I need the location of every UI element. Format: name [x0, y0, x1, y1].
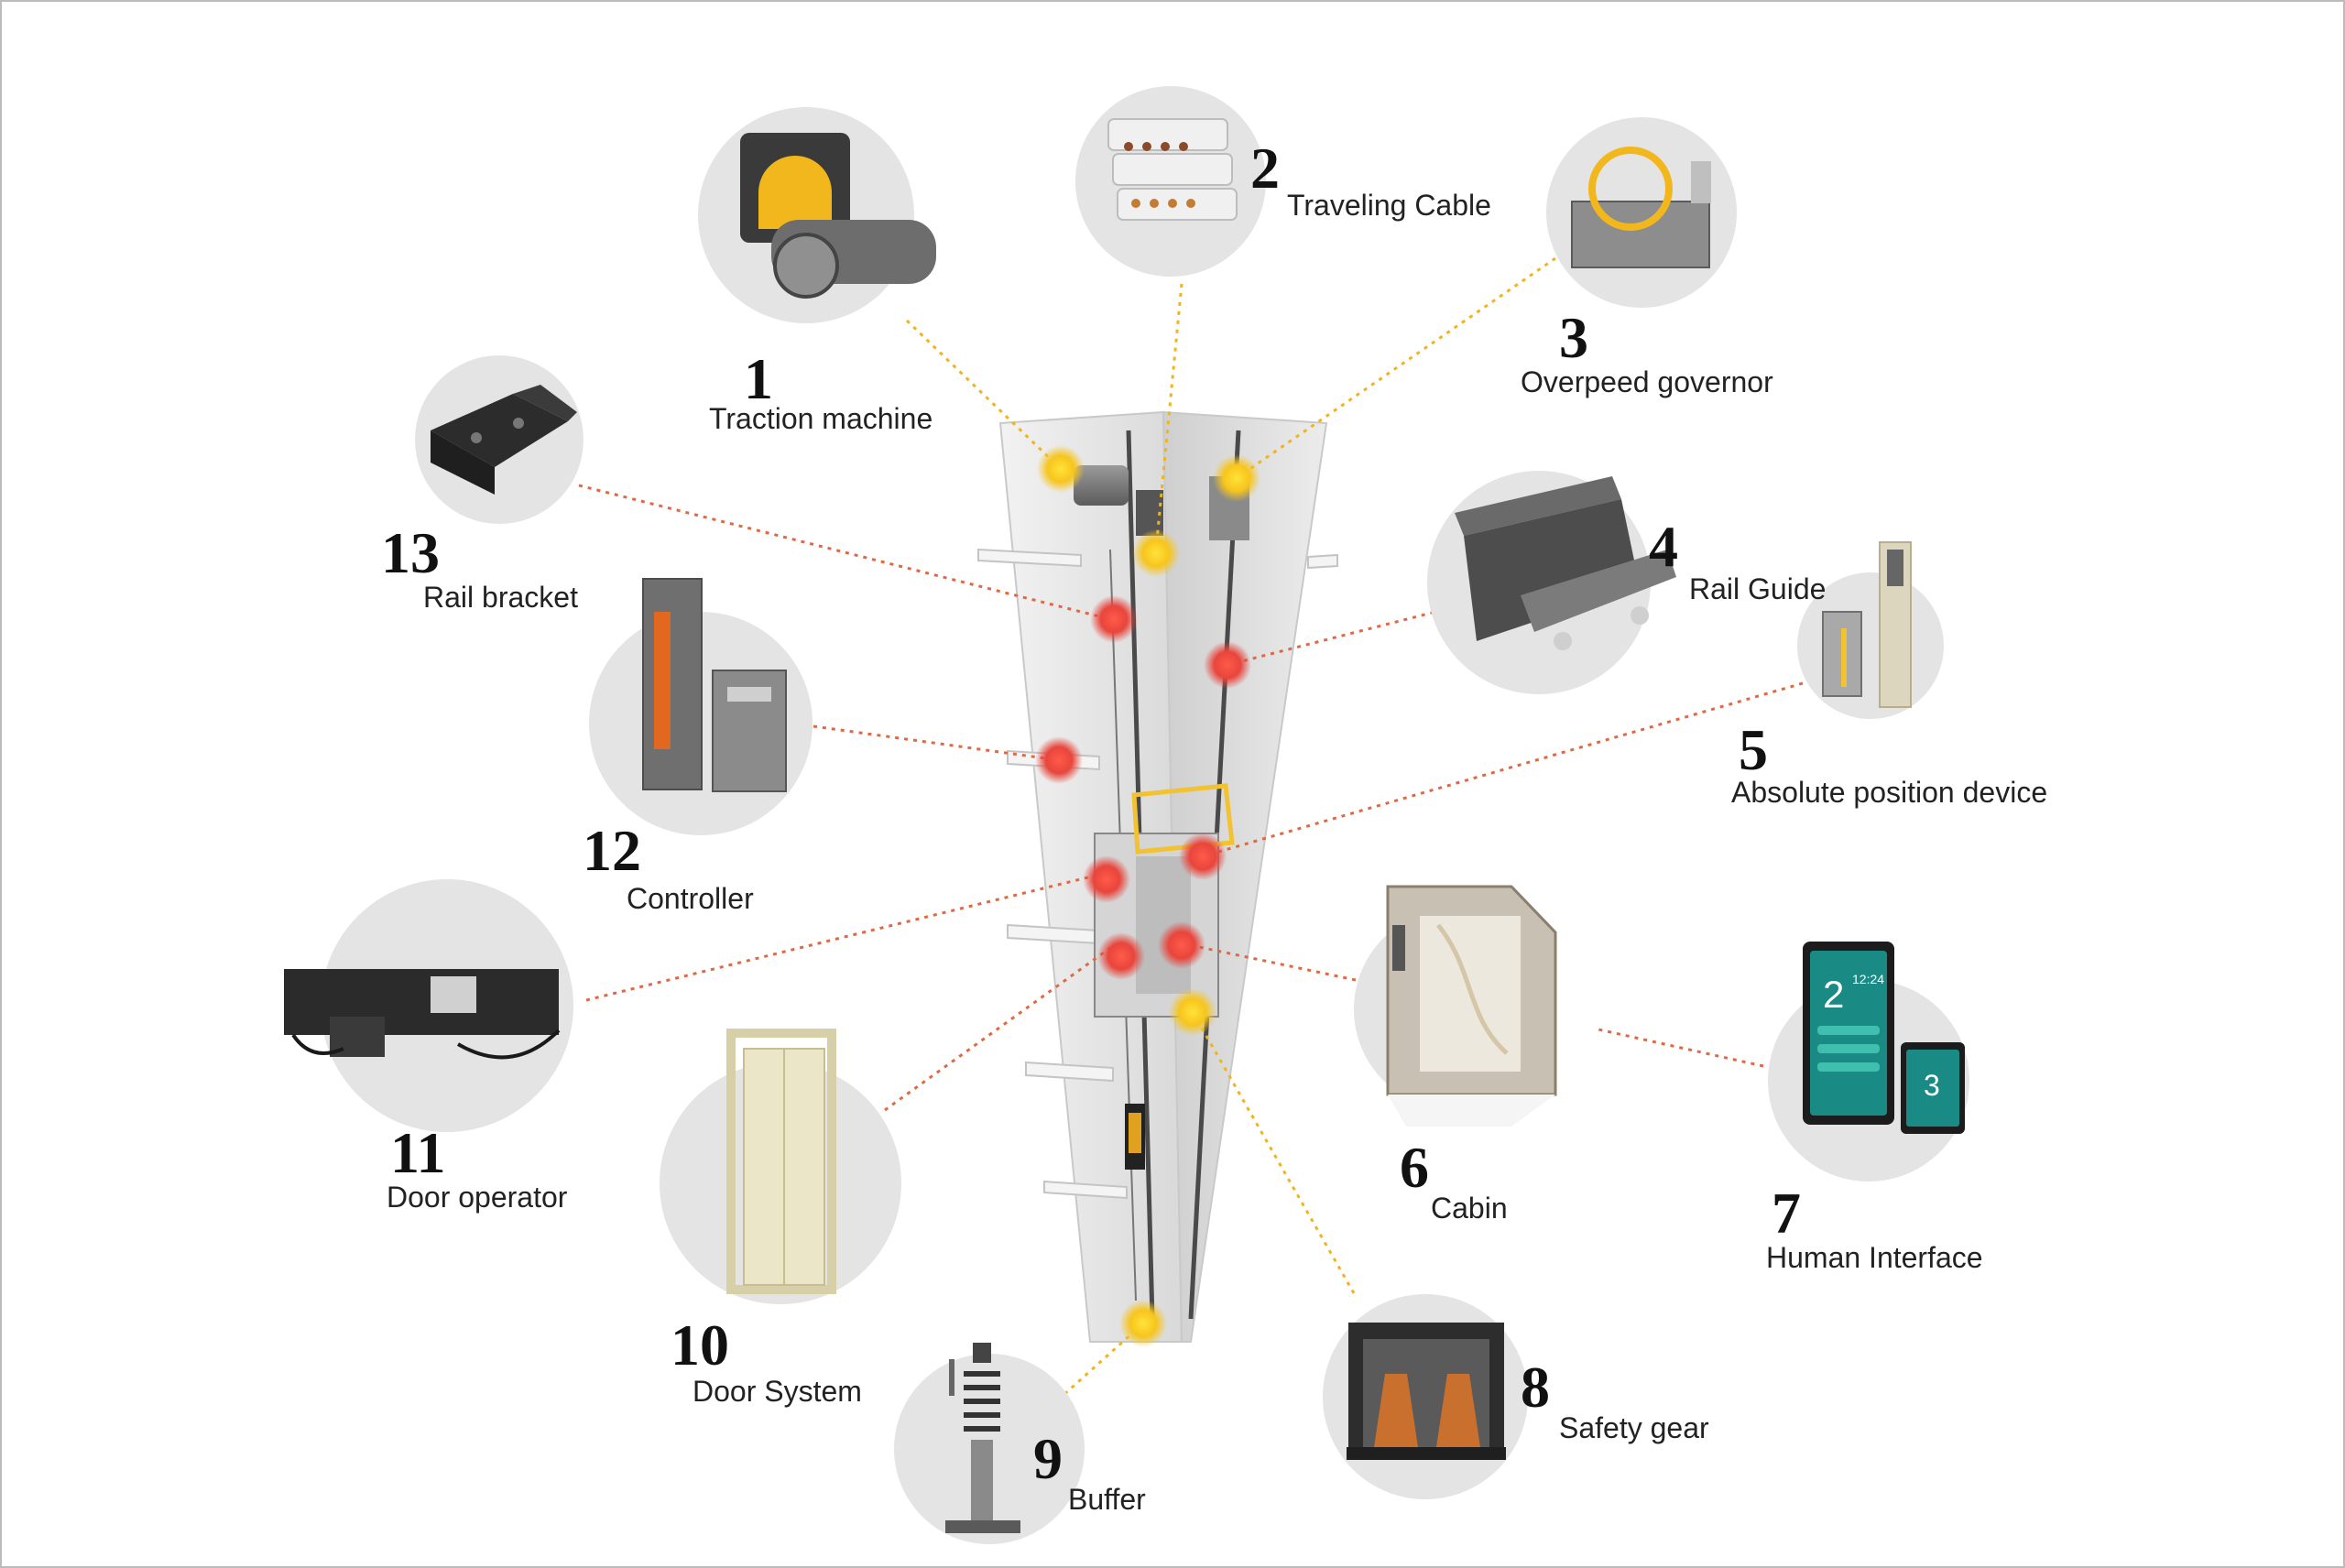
label-2: Traveling Cable — [1287, 189, 1491, 222]
rail-bracket-icon — [431, 385, 577, 495]
component-12 — [589, 578, 813, 835]
marker-9 — [1119, 1300, 1167, 1347]
number-9: 9 — [1033, 1426, 1063, 1491]
number-2: 2 — [1250, 136, 1280, 201]
traveling-cable-icon — [1107, 118, 1238, 221]
number-4: 4 — [1649, 514, 1678, 579]
component-1 — [698, 107, 936, 323]
number-5: 5 — [1739, 717, 1768, 782]
component-2 — [1075, 86, 1266, 277]
main-time-readout: 12:24 — [1852, 972, 1884, 986]
label-1: Traction machine — [709, 402, 933, 435]
label-3: Overpeed governor — [1521, 365, 1773, 398]
number-7: 7 — [1772, 1181, 1801, 1246]
component-8 — [1323, 1294, 1528, 1499]
label-6: Cabin — [1431, 1192, 1508, 1225]
component-4 — [1427, 471, 1676, 694]
marker-3 — [1213, 454, 1260, 502]
rail-guide-icon — [1455, 476, 1676, 650]
shaft-markers — [1035, 445, 1260, 1347]
overspeed-governor-icon — [1571, 147, 1711, 268]
door-operator-icon — [284, 969, 561, 1060]
traction-machine-icon — [740, 133, 936, 299]
marker-8 — [1169, 988, 1216, 1036]
door-system-icon — [726, 1029, 836, 1294]
number-10: 10 — [671, 1312, 729, 1377]
component-5 — [1797, 541, 1944, 719]
number-8: 8 — [1521, 1355, 1550, 1420]
component-3 — [1546, 117, 1737, 308]
label-10: Door System — [693, 1375, 862, 1408]
callouts: 1 Traction machine 2 Traveling Cable 3 O… — [381, 136, 2047, 1516]
label-7: Human Interface — [1766, 1241, 1983, 1274]
marker-12 — [1035, 736, 1083, 784]
marker-6 — [1158, 921, 1205, 969]
marker-13 — [1090, 595, 1138, 643]
component-6 — [1354, 885, 1557, 1127]
buffer-icon — [945, 1343, 1020, 1533]
component-7: 2 12:24 3 — [1768, 942, 1969, 1181]
number-1: 1 — [744, 346, 773, 411]
marker-5 — [1179, 833, 1227, 880]
label-12: Controller — [627, 882, 754, 915]
main-floor-readout: 2 — [1823, 973, 1844, 1016]
number-3: 3 — [1559, 305, 1588, 370]
marker-1 — [1037, 445, 1085, 493]
component-13 — [415, 355, 584, 524]
label-11: Door operator — [387, 1181, 568, 1214]
marker-11 — [1083, 855, 1130, 903]
number-12: 12 — [583, 818, 641, 883]
absolute-position-device-icon — [1822, 541, 1912, 708]
small-floor-readout: 3 — [1924, 1069, 1940, 1102]
controller-icon — [642, 578, 787, 792]
marker-2 — [1132, 529, 1180, 577]
component-10 — [660, 1029, 901, 1304]
human-interface-icon: 2 12:24 3 — [1803, 942, 1965, 1134]
number-11: 11 — [390, 1120, 445, 1185]
label-5: Absolute position device — [1731, 776, 2047, 809]
safety-gear-icon — [1347, 1323, 1506, 1460]
number-13: 13 — [381, 520, 440, 585]
marker-4 — [1204, 641, 1251, 689]
label-9: Buffer — [1068, 1483, 1146, 1516]
label-4: Rail Guide — [1689, 572, 1826, 605]
marker-10 — [1097, 932, 1145, 980]
label-13: Rail bracket — [423, 581, 578, 614]
label-8: Safety gear — [1559, 1411, 1709, 1444]
number-6: 6 — [1400, 1135, 1429, 1200]
component-9 — [894, 1343, 1085, 1544]
cabin-icon — [1386, 885, 1557, 1127]
component-11 — [284, 879, 573, 1132]
